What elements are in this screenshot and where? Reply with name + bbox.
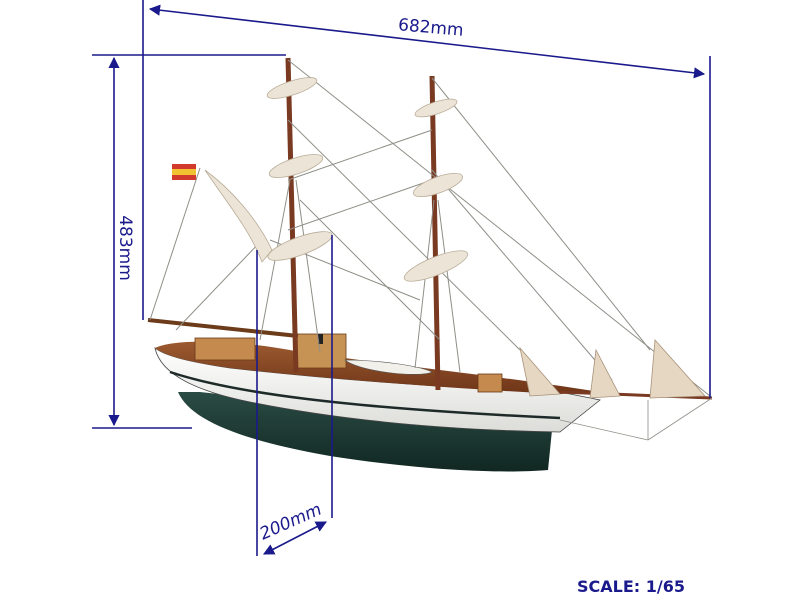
beam-arrow <box>263 521 327 555</box>
height-label: 483mm <box>114 215 135 281</box>
main-mast <box>285 57 299 373</box>
ship <box>147 57 713 472</box>
scale-label: SCALE: 1/65 <box>577 577 685 596</box>
fore-mast <box>429 75 441 391</box>
spanish-flag-icon <box>172 164 196 180</box>
hull-lower <box>178 392 552 472</box>
dimension-lines <box>92 0 711 556</box>
aft-cabin <box>194 337 256 361</box>
bowsprit-rigging <box>559 397 713 441</box>
length-arrow <box>148 4 706 79</box>
main-boom <box>147 318 299 338</box>
ship-boat <box>344 359 433 375</box>
headsails <box>519 339 706 399</box>
sails <box>204 77 469 282</box>
fore-cabin <box>477 373 503 393</box>
